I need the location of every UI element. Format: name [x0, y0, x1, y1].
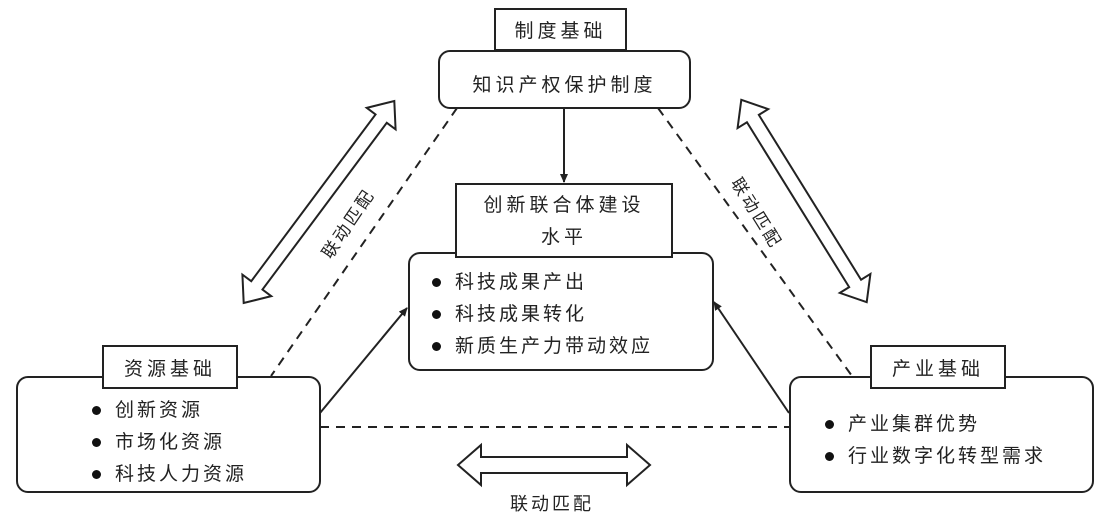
- resource-foundation-list: 创新资源 市场化资源 科技人力资源: [92, 394, 319, 490]
- list-item: 科技成果产出: [432, 266, 712, 298]
- institution-foundation-box: 知识产权保护制度: [438, 50, 691, 109]
- resource-foundation-box: 创新资源 市场化资源 科技人力资源: [16, 376, 321, 493]
- institution-foundation-content: 知识产权保护制度: [472, 74, 657, 96]
- institution-foundation-label: 制度基础: [494, 8, 627, 51]
- bullet-icon: [825, 419, 834, 429]
- innovation-consortium-box: 科技成果产出 科技成果转化 新质生产力带动效应: [408, 252, 714, 371]
- list-item: 市场化资源: [92, 426, 319, 458]
- resource-foundation-label: 资源基础: [102, 345, 238, 389]
- bullet-icon: [432, 341, 441, 351]
- arrow-right-to-center: [713, 301, 790, 414]
- double-arrow-right: [736, 98, 872, 304]
- industry-foundation-list: 产业集群优势 行业数字化转型需求: [825, 408, 1092, 472]
- double-arrow-left: [241, 99, 397, 305]
- innovation-consortium-list: 科技成果产出 科技成果转化 新质生产力带动效应: [432, 266, 712, 362]
- bullet-icon: [92, 405, 101, 415]
- link-label-bottom: 联动匹配: [510, 494, 594, 515]
- bullet-icon: [432, 277, 441, 287]
- list-item: 创新资源: [92, 394, 319, 426]
- bullet-icon: [92, 469, 101, 479]
- title-line-2: 水平: [540, 226, 587, 248]
- list-item: 行业数字化转型需求: [825, 440, 1092, 472]
- dashed-link-top-right: [657, 107, 853, 377]
- list-item: 科技人力资源: [92, 458, 319, 490]
- list-item: 新质生产力带动效应: [432, 330, 712, 362]
- bullet-icon: [432, 309, 441, 319]
- industry-foundation-label: 产业基础: [870, 345, 1006, 389]
- bullet-icon: [92, 437, 101, 447]
- dashed-link-top-left: [270, 107, 458, 377]
- innovation-consortium-title: 创新联合体建设 水平: [455, 183, 673, 258]
- industry-foundation-box: 产业集群优势 行业数字化转型需求: [789, 376, 1094, 493]
- list-item: 科技成果转化: [432, 298, 712, 330]
- list-item: 产业集群优势: [825, 408, 1092, 440]
- bullet-icon: [825, 451, 834, 461]
- double-arrow-bottom: [456, 442, 652, 488]
- arrow-left-to-center: [319, 307, 408, 414]
- title-line-1: 创新联合体建设: [483, 194, 645, 216]
